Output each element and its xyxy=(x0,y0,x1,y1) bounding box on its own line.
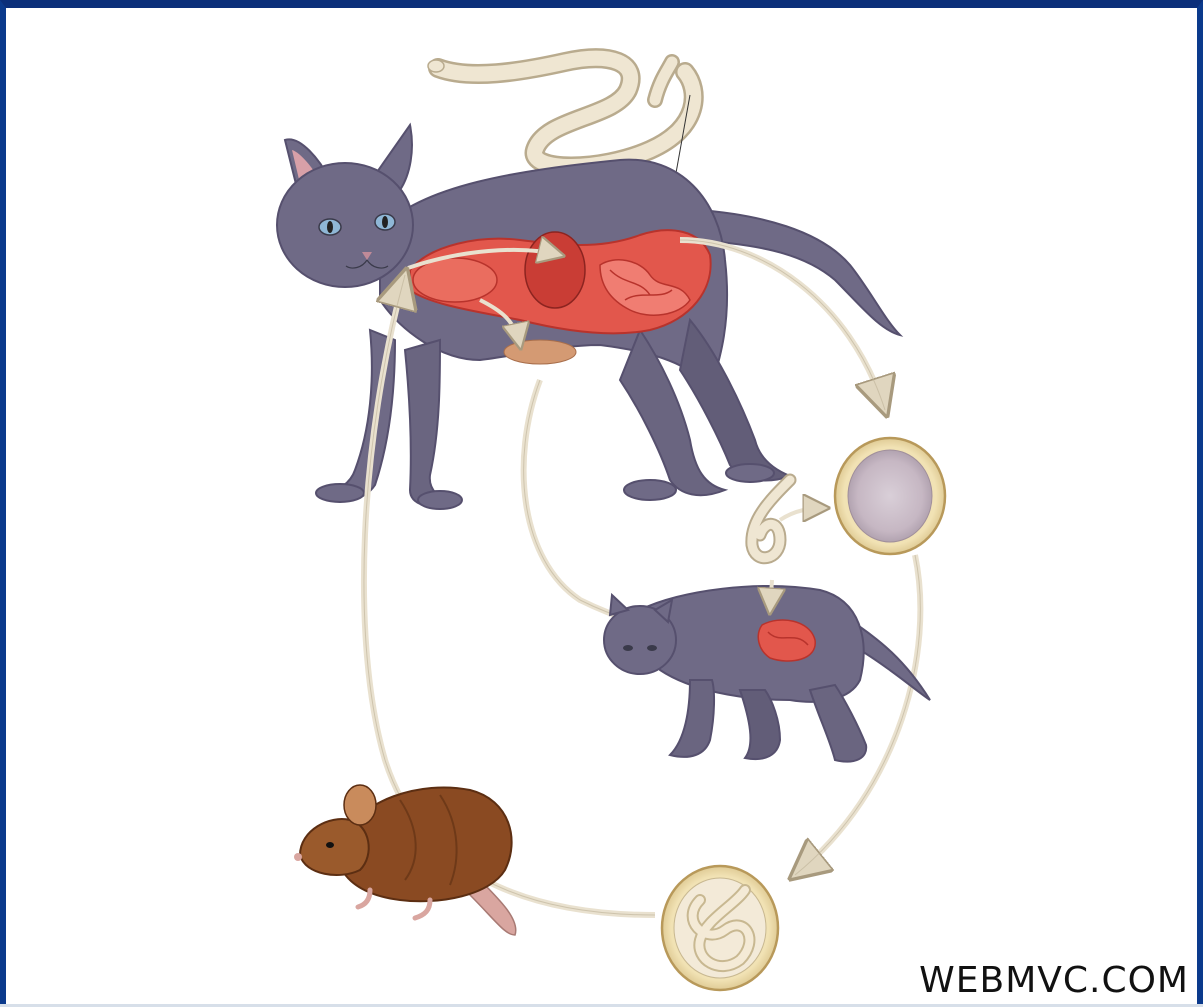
mouse xyxy=(294,785,516,935)
watermark-text: WEBMVC.COM xyxy=(919,960,1189,1001)
egg-embryonated xyxy=(662,866,778,990)
cat-head xyxy=(277,125,413,287)
kitten xyxy=(604,586,930,762)
egg-unembryonated xyxy=(835,438,945,554)
